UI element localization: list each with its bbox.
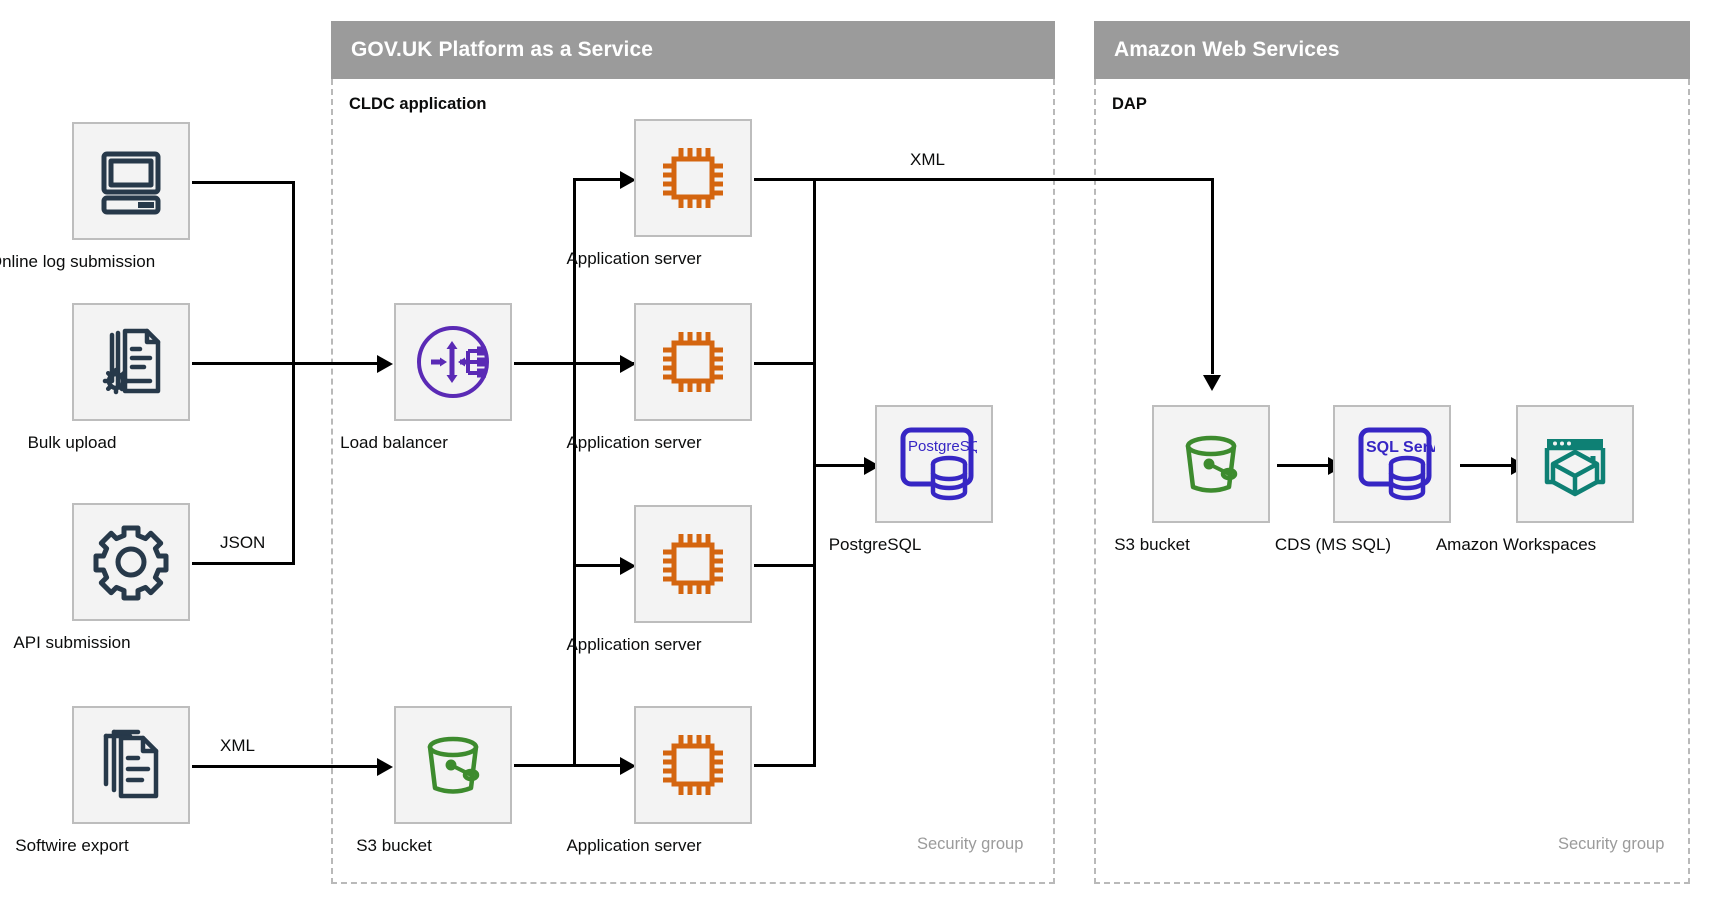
- edge-app-server-1-to-aws-vertical: [1211, 178, 1214, 374]
- edge-s3-aws-to-cds: [1277, 464, 1339, 467]
- edge-api-submission-vertical: [292, 362, 295, 565]
- edge-appserver-distribution-trunk: [573, 178, 576, 766]
- load-balancer-icon: [411, 320, 495, 404]
- edge-app-server-2-out: [754, 362, 816, 365]
- node-box-cds-ms-sql: SQL Server: [1333, 405, 1451, 523]
- cpu-chip-icon: [654, 323, 732, 401]
- node-caption-s3-bucket-paas: S3 bucket: [356, 836, 432, 855]
- node-box-online-log-submission: [72, 122, 190, 240]
- node-box-app-server-3: [634, 505, 752, 623]
- edge-to-app-server-3: [573, 564, 631, 567]
- edge-arrow-into-app-server-4: [620, 757, 636, 775]
- edge-to-app-server-4: [573, 764, 631, 767]
- sql-server-icon-text: SQL Server: [1366, 439, 1435, 456]
- node-caption-postgresql: PostgreSQL: [828, 535, 922, 554]
- node-caption-amazon-workspaces: Amazon Workspaces: [1435, 535, 1597, 554]
- amazon-workspaces-icon: [1535, 424, 1615, 504]
- node-box-postgresql: PostgreSQL: [875, 405, 993, 523]
- postgresql-icon: PostgreSQL: [891, 424, 977, 504]
- zone-body-aws: [1094, 79, 1690, 884]
- edge-api-submission-horizontal: [192, 562, 295, 565]
- cpu-chip-icon: [654, 525, 732, 603]
- node-caption-s3-bucket-aws: S3 bucket: [1114, 535, 1190, 554]
- node-caption-online-log-submission: Online log submission: [0, 252, 156, 271]
- cpu-chip-icon: [654, 139, 732, 217]
- edge-label-json: JSON: [215, 533, 271, 553]
- node-box-app-server-2: [634, 303, 752, 421]
- edge-arrow-into-s3-bucket-aws: [1203, 375, 1221, 391]
- edge-arrow-into-app-server-2: [620, 355, 636, 373]
- edge-online-log-horizontal: [192, 181, 295, 184]
- node-caption-bulk-upload: Bulk upload: [27, 433, 117, 452]
- node-caption-api-submission: API submission: [13, 633, 131, 652]
- node-caption-softwire-export: Softwire export: [15, 836, 129, 855]
- node-caption-app-server-4: Application server: [566, 836, 702, 855]
- edge-arrow-into-load-balancer: [377, 355, 393, 373]
- zone-header-paas: GOV.UK Platform as a Service: [331, 21, 1055, 79]
- gear-icon: [91, 522, 171, 602]
- s3-bucket-icon: [413, 725, 493, 805]
- node-box-s3-bucket-paas: [394, 706, 512, 824]
- security-group-label-paas: Security group: [917, 835, 1024, 853]
- edge-app-server-4-out: [754, 764, 816, 767]
- edge-cds-to-workspaces: [1460, 464, 1522, 467]
- node-caption-app-server-1: Application server: [566, 249, 702, 268]
- node-caption-app-server-3: Application server: [566, 635, 702, 654]
- node-box-load-balancer: [394, 303, 512, 421]
- edge-arrow-into-app-server-1: [620, 171, 636, 189]
- sql-server-icon: SQL Server: [1349, 424, 1435, 504]
- edge-arrow-into-app-server-3: [620, 557, 636, 575]
- node-box-app-server-1: [634, 119, 752, 237]
- edge-app-server-3-out: [754, 564, 816, 567]
- edge-softwire-horizontal: [192, 765, 386, 768]
- node-caption-load-balancer: Load balancer: [340, 433, 448, 452]
- node-box-api-submission: [72, 503, 190, 621]
- edge-online-log-vertical: [292, 181, 295, 363]
- edge-label-xml-softwire: XML: [215, 736, 260, 756]
- node-caption-cds-ms-sql: CDS (MS SQL): [1274, 535, 1392, 554]
- node-box-amazon-workspaces: [1516, 405, 1634, 523]
- edge-to-app-server-1: [573, 178, 631, 181]
- edge-s3-paas-to-app-server-4: [514, 764, 576, 767]
- zone-header-aws-label: Amazon Web Services: [1114, 38, 1340, 61]
- edge-to-app-server-2: [573, 362, 631, 365]
- edge-postgres-collector-trunk: [813, 178, 816, 766]
- zone-header-aws: Amazon Web Services: [1094, 21, 1690, 79]
- cpu-chip-icon: [654, 726, 732, 804]
- node-box-s3-bucket-aws: [1152, 405, 1270, 523]
- edge-bulk-upload-horizontal: [192, 362, 387, 365]
- edge-arrow-into-s3-bucket-paas: [377, 758, 393, 776]
- zone-sublabel-cldc-application: CLDC application: [349, 95, 487, 113]
- node-caption-app-server-2: Application server: [566, 433, 702, 452]
- edge-app-server-1-to-aws-horizontal: [754, 178, 1214, 181]
- s3-bucket-icon: [1171, 424, 1251, 504]
- edge-label-xml-to-aws: XML: [905, 150, 950, 170]
- document-gear-icon: [92, 323, 170, 401]
- node-box-app-server-4: [634, 706, 752, 824]
- node-box-bulk-upload: [72, 303, 190, 421]
- edge-into-postgresql: [813, 464, 875, 467]
- node-box-softwire-export: [72, 706, 190, 824]
- zone-header-paas-label: GOV.UK Platform as a Service: [351, 38, 653, 61]
- desktop-computer-icon: [92, 142, 170, 220]
- zone-body-paas: [331, 79, 1055, 884]
- documents-stack-icon: [92, 726, 170, 804]
- security-group-label-aws: Security group: [1558, 835, 1665, 853]
- zone-sublabel-dap: DAP: [1112, 95, 1147, 113]
- postgresql-icon-text: PostgreSQL: [908, 438, 977, 455]
